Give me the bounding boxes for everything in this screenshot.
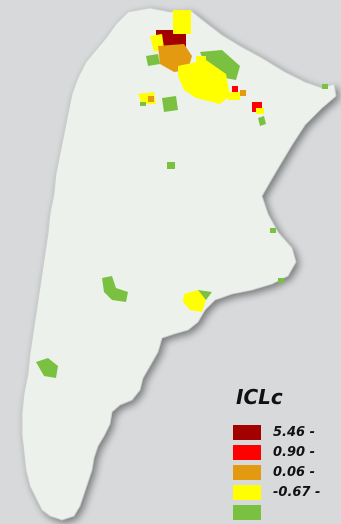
legend-item: 0.06 - <box>233 462 341 482</box>
region-yellow-small-1 <box>196 56 206 64</box>
region-green-south-west <box>36 358 58 378</box>
region-green-west-small <box>162 96 178 112</box>
legend-title: ICLc <box>236 385 283 409</box>
region-green-center-1 <box>167 162 175 169</box>
region-green-coast <box>198 290 212 300</box>
region-green-north-west <box>146 54 160 66</box>
region-red-northeast <box>252 102 262 112</box>
region-yellow-top <box>173 10 191 34</box>
legend-item: -0.67 - <box>233 482 341 502</box>
legend-item: 0.90 - <box>233 442 341 462</box>
legend-items: 5.46 - 0.90 - 0.06 - -0.67 - <box>233 422 341 522</box>
legend-label: 0.90 - <box>273 444 315 460</box>
legend-label: 0.06 - <box>273 464 315 480</box>
region-yellow-chaco <box>178 60 230 104</box>
legend-swatch <box>233 504 261 520</box>
region-green-mendoza <box>102 276 128 302</box>
legend-label: 5.46 - <box>273 424 315 440</box>
region-yellow-northeast <box>256 108 264 114</box>
region-green-center-3 <box>278 278 284 283</box>
region-dark-red-north <box>156 30 186 48</box>
region-orange-small <box>240 90 246 96</box>
country-outline <box>21 7 337 521</box>
legend-item: 5.46 - <box>233 422 341 442</box>
legend-item <box>233 502 341 522</box>
region-orange-west <box>148 96 154 102</box>
region-green-northeast <box>258 116 266 126</box>
legend-swatch <box>233 484 261 500</box>
region-green-center-2 <box>270 228 276 233</box>
legend-swatch <box>233 464 261 480</box>
region-green-tiny-1 <box>140 102 146 106</box>
legend-swatch <box>233 424 261 440</box>
legend-swatch <box>233 444 261 460</box>
region-yellow-coast <box>183 290 206 312</box>
map-legend: ICLc 5.46 - 0.90 - 0.06 - -0.67 - <box>233 386 341 522</box>
region-green-far-ne <box>322 84 328 89</box>
legend-label: -0.67 - <box>273 484 321 500</box>
region-green-north-east <box>200 50 240 80</box>
region-red-small <box>232 86 238 92</box>
region-yellow-small-2 <box>228 92 240 100</box>
